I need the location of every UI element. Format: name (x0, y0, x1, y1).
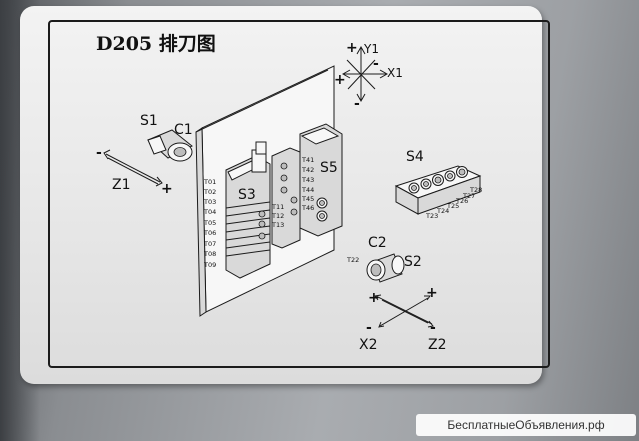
spindle-c2-label: C2 (368, 235, 387, 251)
spindle-s1: S1 C1 (140, 113, 193, 162)
tool-label: T04 (203, 208, 216, 216)
tool-label: T24 (436, 207, 449, 215)
tool-label: T28 (469, 186, 482, 194)
tool-label: T02 (203, 188, 216, 196)
tool-column-middle (271, 147, 301, 249)
tool-label: T44 (301, 186, 314, 194)
tool-labels-middle: T11 T12 T13 (271, 203, 284, 229)
tool-label: T07 (203, 240, 216, 248)
axis-y1-minus: - (354, 96, 360, 112)
station-s5-label: S5 (320, 160, 338, 176)
tool-label: T03 (203, 198, 216, 206)
tool-label: T06 (203, 229, 216, 237)
tool-label: T08 (203, 250, 216, 258)
diagram-title: D205 排刀图 (96, 32, 216, 55)
spindle-s1-label: S1 (140, 113, 158, 129)
tool-labels-s5: T41 T42 T43 T44 T45 T46 (301, 156, 314, 212)
axis-x2-label: X2 (359, 337, 378, 353)
axis-z1-plus: + (161, 181, 173, 197)
tool-label: T41 (301, 156, 314, 164)
axis-y1-label: Y1 (363, 42, 379, 56)
tool-label: T27 (462, 192, 475, 200)
axis-x2-plus: + (368, 290, 380, 306)
tool-label: T23 (425, 212, 438, 220)
axis-z2-label: Z2 (428, 337, 447, 353)
site-watermark: БесплатныеОбъявления.рф (416, 414, 636, 436)
tool-label: T01 (203, 178, 216, 186)
spindle-s2: C2 S2 T22 (346, 235, 422, 283)
axis-x1-plus: + (334, 72, 346, 88)
tool-labels-left: T01 T02 T03 T04 T05 T06 T07 T08 T09 (203, 178, 216, 269)
axis-y1-plus: + (346, 40, 358, 56)
tool-block-s4: S4 T23 T24 T25 T26 T27 T28 (394, 149, 482, 220)
axis-z1-minus: - (96, 145, 102, 161)
axis-x1-minus: - (373, 56, 379, 72)
tool-label: T42 (301, 166, 314, 174)
station-s4-label: S4 (406, 149, 424, 165)
tool-label: T05 (203, 219, 216, 227)
tool-label: T43 (301, 176, 314, 184)
plate-frame (48, 20, 550, 368)
tool-label: T12 (271, 212, 284, 220)
station-s3-label: S3 (238, 187, 256, 203)
tool-label: T09 (203, 261, 216, 269)
tool-label: T22 (346, 256, 359, 264)
spindle-s2-label: S2 (404, 254, 422, 270)
tool-label: T46 (301, 204, 314, 212)
tool-block-s5: S5 (299, 123, 343, 237)
axis-x1-label: X1 (387, 66, 403, 80)
tool-label: T13 (271, 221, 284, 229)
axis-z2-minus: - (366, 320, 372, 336)
tool-label: T11 (271, 203, 284, 211)
axis-x2-minus: - (430, 320, 436, 336)
axis-cross-top: + Y1 - X1 + - (334, 40, 403, 112)
spindle-c1-label: C1 (174, 122, 193, 138)
axis-z1: - + Z1 (96, 145, 173, 197)
tool-label: T25 (446, 202, 459, 210)
tool-label: T26 (455, 197, 468, 205)
axis-z1-label: Z1 (112, 177, 131, 193)
tool-block-s3: S3 (225, 141, 271, 279)
axis-z2-plus: + (426, 285, 438, 301)
axis-cross-bottom: + + - - X2 Z2 (359, 285, 447, 353)
tool-label: T45 (301, 195, 314, 203)
